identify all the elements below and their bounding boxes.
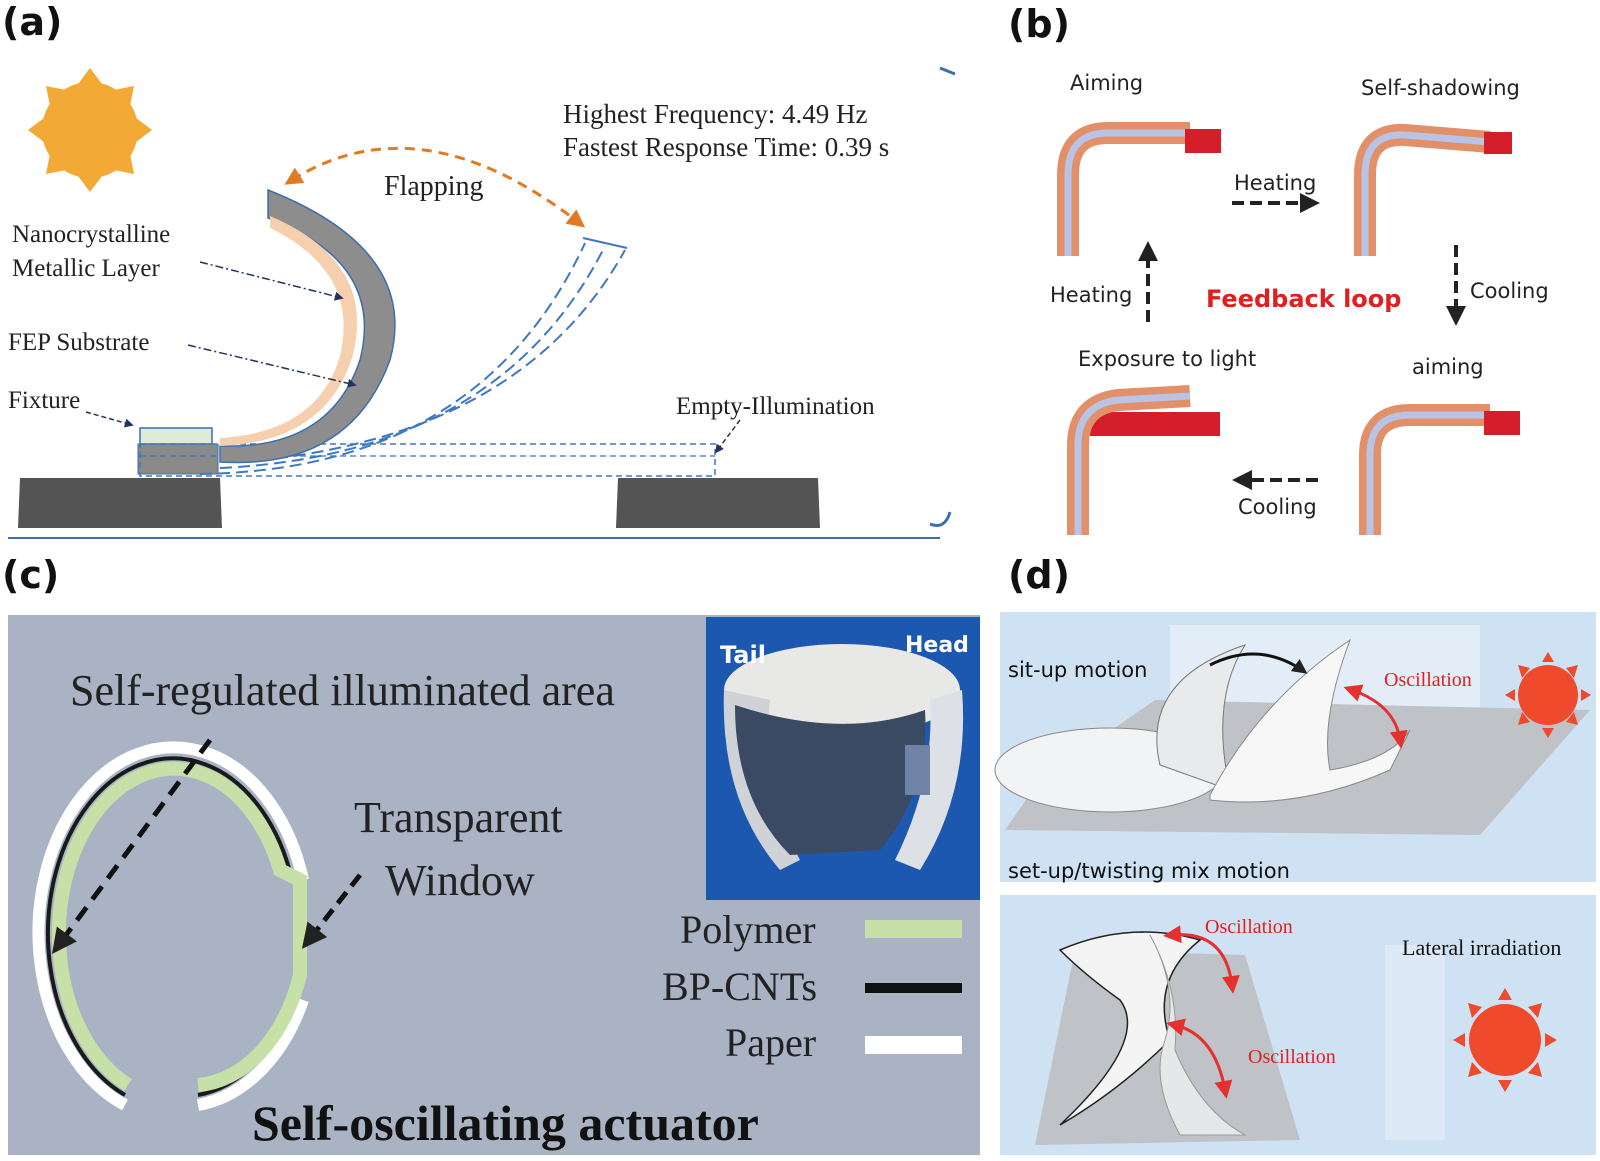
aiming-top-label: Aiming — [1070, 71, 1143, 95]
flapping-label: Flapping — [384, 171, 484, 202]
head-label: Head — [905, 633, 969, 658]
strip-aiming-top — [1057, 122, 1221, 256]
oscillation-arrow-1 — [1343, 684, 1408, 749]
situp-label: sit-up motion — [1008, 658, 1147, 682]
oscillation-arrow-3 — [1166, 1018, 1233, 1099]
panel-c-background — [8, 615, 980, 1155]
flapping-arrow — [284, 146, 586, 228]
strip-exposure — [1067, 385, 1220, 535]
actuator-gray-layer — [219, 188, 396, 464]
oscillation-arrow-2 — [1163, 925, 1240, 994]
left-support-block — [18, 478, 222, 528]
tail-label: Tail — [720, 641, 766, 669]
actuator-fep-layer — [220, 216, 358, 446]
fixture-block — [139, 427, 213, 445]
right-support-block — [616, 478, 820, 528]
oscillation-label-1: Oscillation — [1384, 669, 1472, 691]
heating-left-label: Heating — [1050, 283, 1132, 307]
legend-bp-swatch — [865, 983, 962, 993]
heating-top-label: Heating — [1234, 171, 1316, 195]
sun-icon-bottom — [1453, 988, 1557, 1092]
panel-a-label: (a) — [2, 0, 63, 44]
illuminated-area-arrow — [52, 738, 213, 955]
panel-c-label: (c) — [2, 553, 60, 597]
fep-label: FEP Substrate — [8, 329, 149, 356]
nano-label-1: Nanocrystalline — [12, 221, 170, 248]
empty-illumination-strip — [139, 443, 716, 477]
transparent-window-arrow — [301, 873, 362, 949]
panel-d-top-background — [1000, 612, 1596, 882]
freq-text: Highest Frequency: 4.49 Hz — [563, 99, 867, 129]
situp-motion-arrow — [1209, 652, 1308, 674]
lateral-irradiation-label: Lateral irradiation — [1402, 935, 1561, 960]
self-shadowing-label: Self-shadowing — [1361, 76, 1520, 100]
panel-b-label: (b) — [1008, 2, 1070, 46]
empty-illumination-label: Empty-Illumination — [676, 393, 875, 420]
panel-c-title: Self-oscillating actuator — [252, 1095, 759, 1151]
cooling-right-label: Cooling — [1470, 279, 1549, 303]
legend-polymer-label: Polymer — [680, 907, 816, 952]
sun-icon-top — [1505, 652, 1591, 738]
oscillation-label-2: Oscillation — [1205, 916, 1293, 938]
panel-d-bottom-background — [1000, 895, 1596, 1155]
aiming-bottom-label: aiming — [1412, 355, 1484, 379]
setup-twisting-label: set-up/twisting mix motion — [1008, 859, 1290, 883]
transparent-label: Transparent — [354, 793, 563, 842]
sun-icon — [28, 68, 152, 192]
strip-aiming-bottom — [1359, 404, 1520, 535]
response-text: Fastest Response Time: 0.39 s — [563, 132, 889, 162]
legend-paper-swatch — [865, 1036, 962, 1054]
legend-paper-label: Paper — [725, 1020, 816, 1065]
ring-actuator — [32, 741, 309, 1111]
legend-polymer-swatch — [865, 920, 962, 938]
cooling-bottom-label: Cooling — [1238, 495, 1317, 519]
nano-label-2: Metallic Layer — [12, 255, 161, 282]
window-label: Window — [385, 856, 535, 905]
oscillation-label-3: Oscillation — [1248, 1046, 1336, 1068]
feedback-loop-label: Feedback loop — [1206, 285, 1401, 313]
fixture-label: Fixture — [8, 387, 80, 414]
exposure-label: Exposure to light — [1078, 347, 1256, 371]
self-regulated-label: Self-regulated illuminated area — [70, 666, 615, 715]
strip-self-shadowing — [1354, 123, 1512, 256]
panel-d-label: (d) — [1008, 553, 1070, 597]
legend-bp-label: BP-CNTs — [662, 964, 817, 1009]
actuator-photo: Tail Head — [706, 617, 980, 900]
